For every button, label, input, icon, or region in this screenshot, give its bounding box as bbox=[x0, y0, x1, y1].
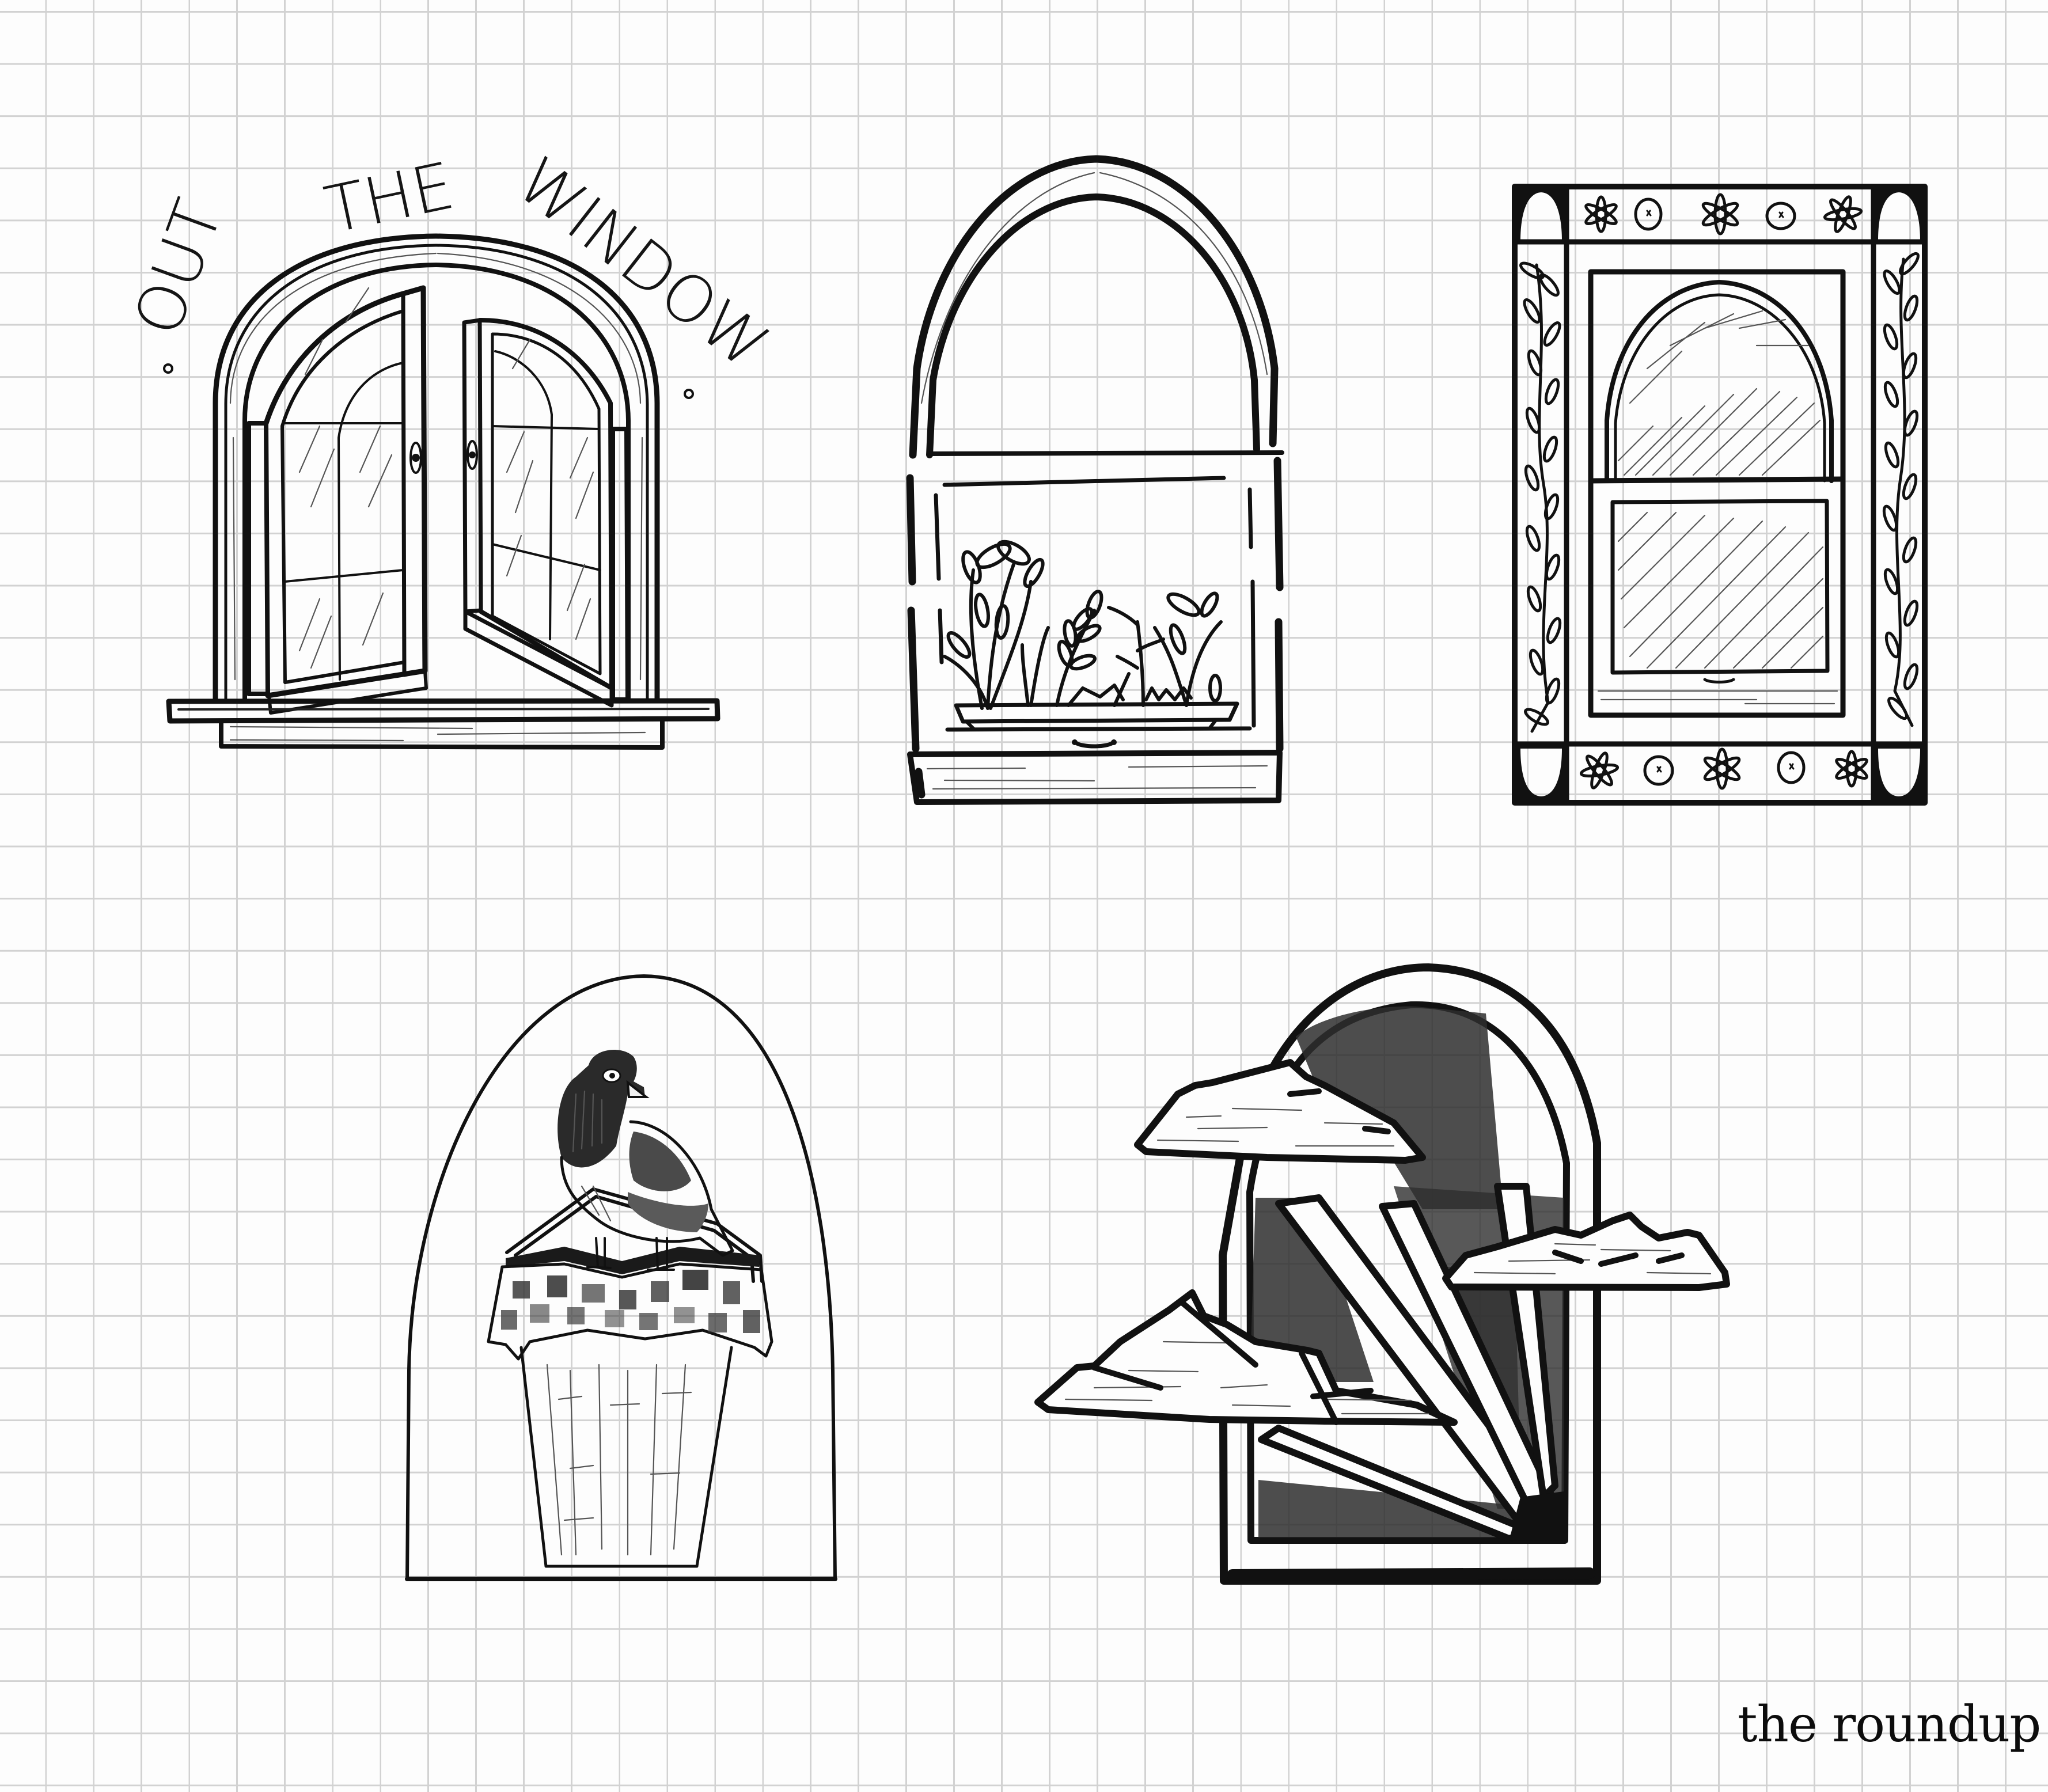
basket-rim bbox=[506, 1247, 760, 1274]
left-sash-rail bbox=[267, 669, 428, 715]
bird-wing bbox=[629, 1132, 691, 1191]
cloud-right bbox=[1442, 1212, 1730, 1291]
inner-window-frame bbox=[1588, 269, 1846, 718]
title-word-the: THE bbox=[319, 149, 461, 249]
inner-round-arch bbox=[926, 193, 1260, 458]
basket-body bbox=[519, 1346, 733, 1568]
inner-pane bbox=[934, 476, 1256, 732]
border-top-motifs bbox=[1584, 193, 1863, 236]
flower-icon bbox=[1579, 751, 1620, 789]
berry-icon bbox=[1765, 202, 1796, 230]
berry-icon bbox=[1643, 755, 1674, 786]
bird-legs bbox=[586, 1237, 675, 1271]
folk-border-window bbox=[1512, 184, 1928, 806]
planter-window bbox=[906, 155, 1284, 805]
bird-beak bbox=[626, 1080, 650, 1098]
cloud-top-left bbox=[1134, 1059, 1426, 1164]
bird-basket-window bbox=[405, 974, 837, 1581]
berry-icon bbox=[1634, 198, 1663, 231]
signature-text: the roundup bbox=[1738, 1696, 2041, 1753]
window-sill bbox=[166, 698, 720, 724]
right-vine bbox=[1882, 252, 1920, 727]
right-sash-rail bbox=[463, 609, 614, 708]
left-vine bbox=[1519, 261, 1562, 733]
frame-top-rail bbox=[930, 450, 1284, 456]
sill-apron bbox=[219, 719, 665, 750]
open-casement-window: OUT THE WINDOW bbox=[120, 143, 782, 750]
flower-icon bbox=[1703, 747, 1741, 790]
sash-handle bbox=[1703, 678, 1735, 684]
clouds-window bbox=[1034, 963, 1730, 1585]
frame-left-stile bbox=[906, 474, 926, 799]
left-sash bbox=[246, 285, 428, 715]
border-outer bbox=[1512, 184, 1928, 806]
inner-arch-frame bbox=[242, 263, 631, 702]
frame-right-stile bbox=[1273, 457, 1284, 753]
arched-opening bbox=[405, 974, 837, 1581]
bird bbox=[557, 1050, 734, 1271]
cloud-bottom-left bbox=[1034, 1289, 1458, 1426]
berry-icon bbox=[1777, 751, 1806, 784]
planter-box bbox=[954, 701, 1239, 724]
sash-handle bbox=[1074, 741, 1115, 749]
right-handle-icon bbox=[467, 440, 478, 470]
flower-icon bbox=[1584, 195, 1618, 233]
title-dot-right bbox=[684, 389, 694, 399]
window-sill bbox=[907, 750, 1283, 805]
bird-body bbox=[560, 1120, 734, 1257]
frame-base bbox=[1227, 1567, 1595, 1581]
outer-round-arch bbox=[909, 155, 1279, 459]
outer-arch-frame bbox=[213, 233, 660, 703]
title-dot-left bbox=[163, 363, 173, 374]
left-handle-icon bbox=[409, 442, 422, 474]
flower-icon bbox=[1823, 195, 1863, 233]
gingham-checks bbox=[501, 1270, 760, 1333]
border-corners bbox=[1516, 188, 1925, 802]
border-bands bbox=[1513, 185, 1926, 804]
upper-arched-pane bbox=[1605, 280, 1834, 483]
right-sash bbox=[462, 317, 630, 708]
title-letter: OUT bbox=[120, 191, 237, 346]
herb-plants bbox=[943, 540, 1223, 710]
meeting-rail bbox=[1589, 476, 1845, 484]
flower-icon bbox=[1835, 750, 1868, 788]
right-sash-stile bbox=[462, 318, 483, 614]
glass-shading bbox=[1617, 310, 1824, 669]
flower-icon bbox=[1701, 193, 1739, 236]
border-bottom-motifs bbox=[1579, 747, 1868, 790]
lower-pane bbox=[1610, 499, 1830, 675]
